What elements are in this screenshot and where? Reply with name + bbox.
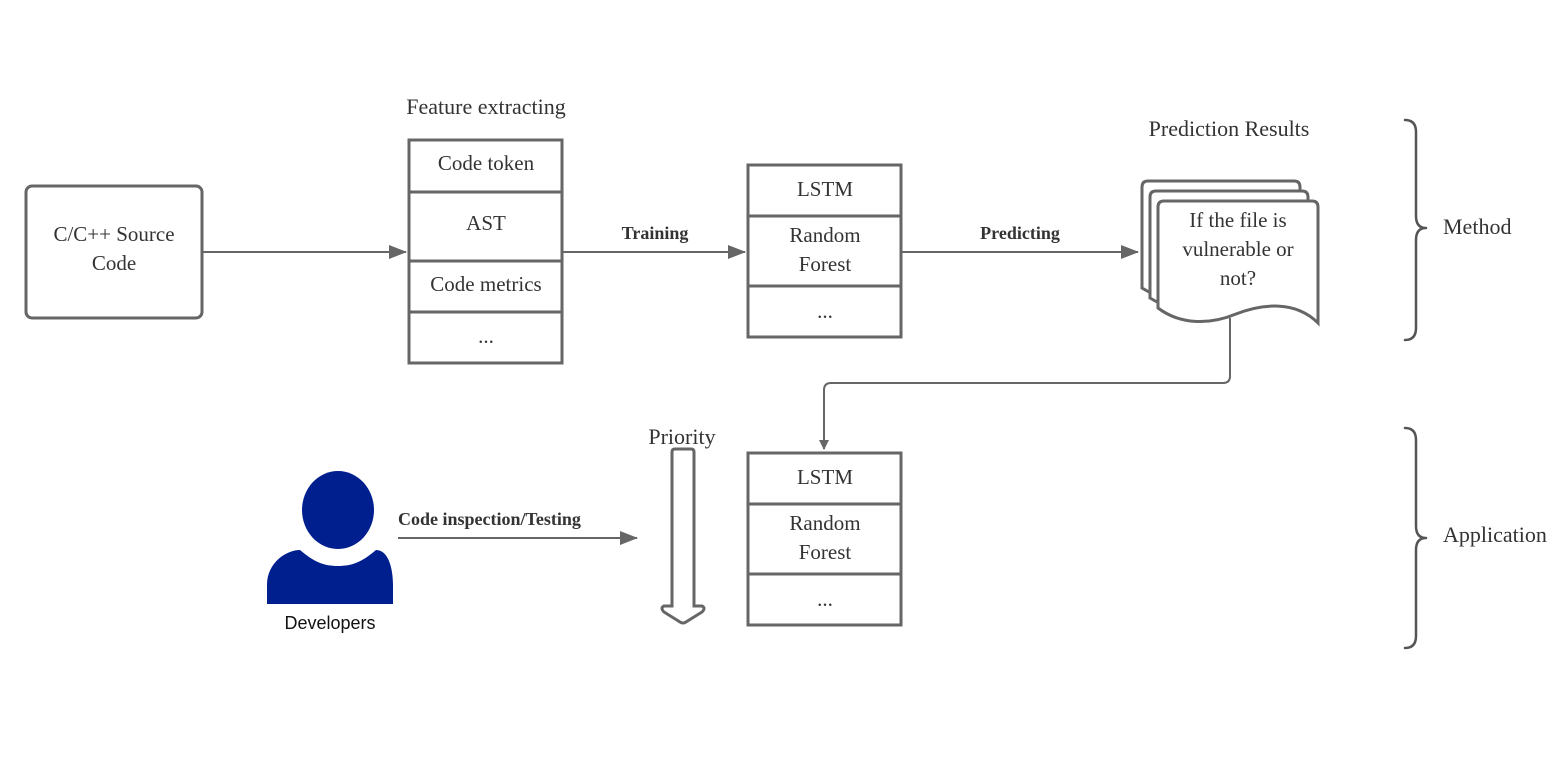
model-row-lstm [746,163,903,218]
app-model-random-forest-label-line1: Random [789,511,860,535]
feature-extracting-stack: Code token AST Code metrics ... [407,138,564,365]
code-inspection-label: Code inspection/Testing [398,509,581,529]
method-label: Method [1443,214,1511,239]
prediction-question-line3: not? [1220,266,1256,290]
model-stack-method: LSTM Random Forest ... [746,163,903,339]
feature-extracting-title: Feature extracting [406,94,565,119]
feature-code-metrics-label: Code metrics [430,272,541,296]
app-model-more-label: ... [817,587,833,611]
app-model-lstm-label: LSTM [797,465,853,489]
document-front [1156,199,1320,327]
feature-row-more [407,310,564,365]
source-code-label-line1: C/C++ Source [53,222,174,246]
developer-icon [267,471,393,604]
method-brace [1403,118,1428,342]
source-code-node: C/C++ Source Code [24,184,204,320]
developer-body [267,550,393,604]
developers-label: Developers [284,613,375,633]
feature-row-code-metrics [407,259,564,314]
app-model-row-random-forest [746,502,903,576]
feature-code-token-label: Code token [438,151,535,175]
feature-row-code-token [407,138,564,194]
application-brace [1403,426,1428,650]
model-random-forest-label-line2: Forest [799,252,852,276]
training-label: Training [622,223,689,243]
model-random-forest-label-line1: Random [789,223,860,247]
arrow-results-to-application [819,318,1231,450]
priority-arrow [660,447,706,625]
prediction-results-documents: If the file is vulnerable or not? [1140,179,1320,327]
feature-more-label: ... [478,324,494,348]
prediction-question-line2: vulnerable or [1182,237,1293,261]
developer-head [302,471,374,549]
source-code-label-line2: Code [92,251,136,275]
model-row-more [746,284,903,339]
model-lstm-label: LSTM [797,177,853,201]
predicting-label: Predicting [980,223,1060,243]
prediction-results-title: Prediction Results [1149,116,1310,141]
model-stack-application: LSTM Random Forest ... [746,451,903,627]
application-label: Application [1443,522,1547,547]
app-model-random-forest-label-line2: Forest [799,540,852,564]
app-model-row-more [746,572,903,627]
model-more-label: ... [817,299,833,323]
feature-ast-label: AST [466,211,506,235]
priority-label: Priority [648,424,715,449]
prediction-question-line1: If the file is [1189,208,1286,232]
